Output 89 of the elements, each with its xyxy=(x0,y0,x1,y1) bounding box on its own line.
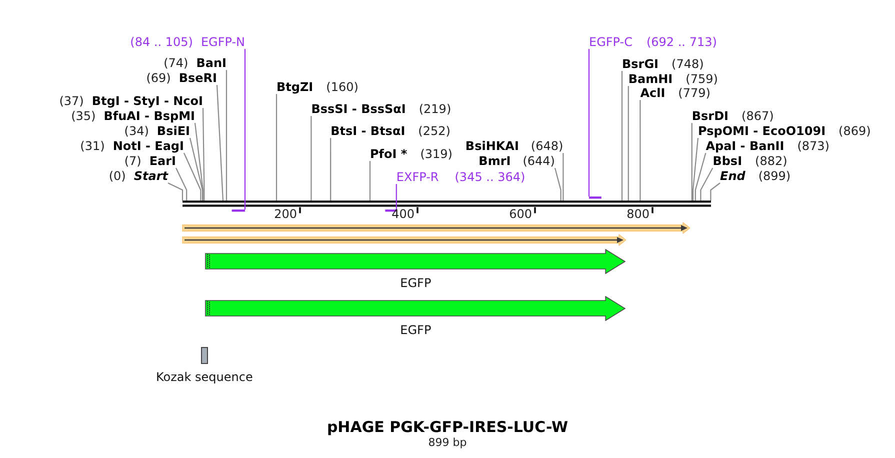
enzyme-name: BssSI - BssSαI xyxy=(311,102,406,116)
leader-line xyxy=(244,49,246,210)
primer-name: EXFP-R xyxy=(396,170,439,184)
leader-line xyxy=(640,100,641,200)
enzyme-name: BsrGI xyxy=(622,57,659,71)
enzyme-name: BtsI - BtsαI xyxy=(330,124,406,138)
leader-line xyxy=(330,138,332,200)
primer-binding-mark xyxy=(232,210,245,212)
map-title: pHAGE PGK-GFP-IRES-LUC-W xyxy=(326,418,568,436)
primer-range: (692 .. 713) xyxy=(646,35,717,49)
sequence-length: 899 bp xyxy=(428,436,467,449)
leader-line xyxy=(554,168,562,200)
leader-line xyxy=(396,184,397,210)
primer-binding-mark xyxy=(589,196,602,199)
cut-site-position: (69) xyxy=(146,71,171,85)
cut-site-position: (648) xyxy=(530,139,564,153)
cut-site-position: (899) xyxy=(758,169,791,183)
enzyme-name: AclI xyxy=(640,86,666,100)
cut-site-position: (779) xyxy=(678,86,710,100)
leader-line xyxy=(226,70,228,200)
cut-site-position: (219) xyxy=(418,102,452,116)
enzyme-name: BmrI xyxy=(478,154,511,168)
cut-site-position: (252) xyxy=(418,124,450,138)
sequence-backbone xyxy=(182,200,711,207)
enzyme-name: NotI - EagI xyxy=(112,139,184,153)
enzyme-name: PspOMI - EcoO109I xyxy=(698,124,826,138)
leader-line xyxy=(276,94,278,200)
sequence-end-label: Start xyxy=(134,169,168,183)
leader-line xyxy=(168,182,184,200)
sequence-end-label: End xyxy=(720,169,746,183)
cut-site-position: (873) xyxy=(797,139,830,153)
leader-line xyxy=(692,138,699,200)
leader-line xyxy=(310,116,312,200)
enzyme-name: BtgI - StyI - NcoI xyxy=(92,94,203,108)
primer-name: EGFP-N xyxy=(200,35,245,49)
leader-line xyxy=(694,152,706,200)
reading-frame-track xyxy=(182,234,626,246)
cut-site-position: (37) xyxy=(59,94,84,108)
leader-line xyxy=(184,152,202,200)
primer-range: (345 .. 364) xyxy=(454,170,526,184)
cut-site-position: (644) xyxy=(522,154,555,168)
cut-site-position: (869) xyxy=(838,124,871,138)
enzyme-name: ApaI - BanII xyxy=(706,139,784,153)
enzyme-name: BsiEI xyxy=(156,124,190,138)
cut-site-position: (882) xyxy=(755,154,788,168)
enzyme-name: BsiHKAI xyxy=(465,139,519,153)
enzyme-name: BamHI xyxy=(628,72,673,86)
leader-line xyxy=(691,123,692,200)
leader-line xyxy=(194,122,204,200)
enzyme-name: BsrDI xyxy=(692,109,729,123)
cut-site-position: (867) xyxy=(742,109,774,123)
scale-number: 800 xyxy=(626,207,650,221)
enzyme-name: PfoI * xyxy=(370,147,408,161)
leader-line xyxy=(189,138,204,200)
leader-line xyxy=(176,168,188,200)
primer-range: (84 .. 105) xyxy=(130,35,193,49)
leader-line xyxy=(621,71,623,200)
feature-name: EGFP xyxy=(400,323,432,337)
scale-number: 600 xyxy=(509,207,532,221)
cut-site-position: (0) xyxy=(108,169,126,183)
enzyme-name: EarI xyxy=(149,154,176,168)
leader-line xyxy=(700,168,714,200)
feature-name: EGFP xyxy=(400,276,432,290)
feature-name: Kozak sequence xyxy=(156,370,253,384)
enzyme-name: BfuAI - BspMI xyxy=(104,109,195,123)
enzyme-name: BtgZI xyxy=(276,80,314,94)
enzyme-name: BanI xyxy=(196,56,226,70)
leader-line xyxy=(628,86,629,200)
cut-site-position: (748) xyxy=(672,57,704,71)
cut-site-position: (31) xyxy=(80,139,105,153)
leader-line xyxy=(710,182,720,200)
leader-line xyxy=(588,49,590,196)
primer-name: EGFP-C xyxy=(589,35,632,49)
enzyme-name: BseRI xyxy=(178,71,217,85)
cut-site-position: (74) xyxy=(164,56,188,70)
enzyme-name: BbsI xyxy=(712,154,742,168)
leader-line xyxy=(562,153,564,200)
scale-number: 200 xyxy=(274,207,297,221)
leader-line xyxy=(216,84,224,201)
leader-line xyxy=(202,108,205,200)
cut-site-position: (759) xyxy=(686,72,718,86)
cut-site-position: (319) xyxy=(420,147,452,161)
reading-frame-track xyxy=(182,222,690,234)
leader-line xyxy=(369,161,371,200)
cut-site-position: (35) xyxy=(71,109,96,123)
cut-site-position: (34) xyxy=(124,124,149,138)
cut-site-position: (160) xyxy=(326,80,358,94)
cut-site-position: (7) xyxy=(124,154,142,168)
scale-number: 400 xyxy=(392,207,414,221)
